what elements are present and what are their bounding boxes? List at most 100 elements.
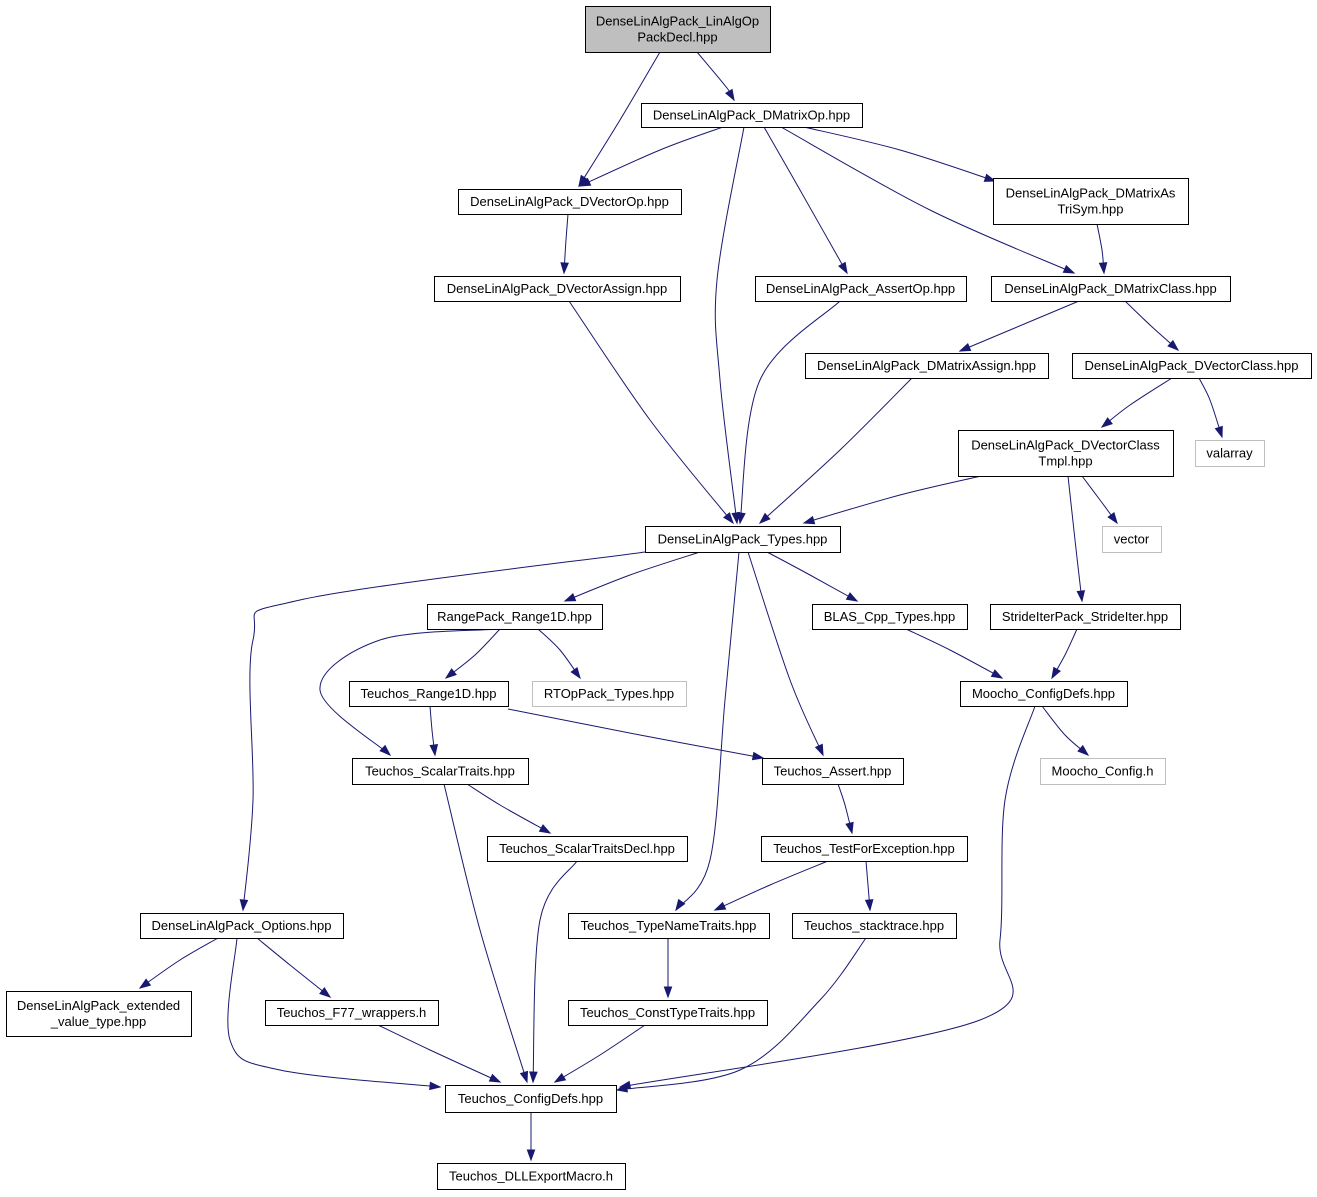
arrowhead xyxy=(725,88,735,102)
node-box xyxy=(761,836,968,862)
arrowhead xyxy=(578,177,592,187)
node-testforexception[interactable]: Teuchos_TestForException.hpp xyxy=(761,836,968,862)
edge-types-to-typenametraits xyxy=(675,551,740,912)
node-options[interactable]: DenseLinAlgPack_Options.hpp xyxy=(140,913,344,939)
node-dllexport[interactable]: Teuchos_DLLExportMacro.h xyxy=(437,1163,626,1190)
edge-line xyxy=(256,937,331,998)
edge-line xyxy=(747,551,824,756)
node-f77wrappers[interactable]: Teuchos_F77_wrappers.h xyxy=(265,1000,439,1026)
arrowhead xyxy=(864,899,874,912)
node-tassert[interactable]: Teuchos_Assert.hpp xyxy=(762,758,904,785)
edge-f77wrappers-to-teuchosconfigdefs xyxy=(377,1024,502,1083)
edge-line xyxy=(443,783,528,1083)
node-dmatrixop[interactable]: DenseLinAlgPack_DMatrixOp.hpp xyxy=(641,103,863,128)
node-label: Teuchos_stacktrace.hpp xyxy=(804,918,944,933)
arrowhead xyxy=(1062,264,1076,274)
edge-dmatrixclass-to-dvectorclass xyxy=(1124,300,1180,351)
edge-dmatrixop-to-dmatrixastrisym xyxy=(803,126,997,182)
node-dvectorassign[interactable]: DenseLinAlgPack_DVectorAssign.hpp xyxy=(434,276,681,302)
arrowhead xyxy=(1051,666,1061,680)
node-box xyxy=(805,353,1049,379)
edge-line xyxy=(803,126,996,182)
node-teuchosconfigdefs[interactable]: Teuchos_ConfigDefs.hpp xyxy=(445,1085,617,1113)
edge-line xyxy=(532,860,578,1083)
node-scalartraits[interactable]: Teuchos_ScalarTraits.hpp xyxy=(352,758,529,785)
node-label: RTOpPack_Types.hpp xyxy=(544,686,674,701)
node-dvectorop[interactable]: DenseLinAlgPack_DVectorOp.hpp xyxy=(458,189,682,215)
node-assertop[interactable]: DenseLinAlgPack_AssertOp.hpp xyxy=(755,276,967,302)
node-box xyxy=(487,836,688,862)
edge-types-to-tassert xyxy=(747,551,824,757)
edge-scalartraitsdecl-to-teuchosconfigdefs xyxy=(529,860,578,1084)
node-label: Teuchos_ScalarTraits.hpp xyxy=(365,764,515,779)
edge-dvectorclass-to-dvectorclasstmpl xyxy=(1100,377,1173,428)
edge-options-to-extendedvaluetype xyxy=(138,937,219,989)
node-blascpp[interactable]: BLAS_Cpp_Types.hpp xyxy=(812,604,968,630)
node-box xyxy=(812,604,968,630)
edge-line xyxy=(227,937,441,1088)
edge-dmatrixastrisym-to-dmatrixclass xyxy=(1096,223,1108,275)
node-box xyxy=(568,1000,768,1026)
node-box xyxy=(352,758,529,785)
node-label: RangePack_Range1D.hpp xyxy=(437,609,592,624)
edge-tassert-to-testforexception xyxy=(837,783,854,835)
edge-dmatrixop-to-assertop xyxy=(763,126,848,275)
node-box xyxy=(568,913,770,939)
node-strideiter[interactable]: StrideIterPack_StrideIter.hpp xyxy=(990,604,1181,630)
edge-consttypetraits-to-teuchosconfigdefs xyxy=(553,1024,646,1083)
node-label: TriSym.hpp xyxy=(1058,202,1124,217)
node-label: Teuchos_ConstTypeTraits.hpp xyxy=(580,1005,755,1020)
node-box xyxy=(958,430,1174,477)
edge-line xyxy=(714,860,829,911)
arrowhead xyxy=(1100,417,1113,428)
edge-testforexception-to-stacktrace xyxy=(864,860,874,912)
edge-trange1d-to-tassert xyxy=(507,708,765,761)
node-box xyxy=(1040,758,1166,785)
node-label: BLAS_Cpp_Types.hpp xyxy=(824,609,956,624)
edge-options-to-teuchosconfigdefs xyxy=(227,937,442,1091)
arrowhead xyxy=(529,1071,538,1084)
node-dmatrixassign[interactable]: DenseLinAlgPack_DMatrixAssign.hpp xyxy=(805,353,1049,379)
node-dmatrixclass[interactable]: DenseLinAlgPack_DMatrixClass.hpp xyxy=(991,276,1231,302)
node-extendedvaluetype[interactable]: DenseLinAlgPack_extended_value_type.hpp xyxy=(6,991,192,1037)
node-label: Teuchos_ConfigDefs.hpp xyxy=(458,1091,603,1106)
edge-dvectorclasstmpl-to-strideiter xyxy=(1067,475,1086,603)
node-label: DenseLinAlgPack_DMatrixAssign.hpp xyxy=(817,358,1036,373)
node-label: Teuchos_ScalarTraitsDecl.hpp xyxy=(499,841,675,856)
node-range1d[interactable]: RangePack_Range1D.hpp xyxy=(427,604,603,630)
edge-line xyxy=(507,708,764,759)
arrowhead xyxy=(1107,511,1118,525)
node-box xyxy=(645,526,841,553)
edge-dmatrixop-to-dvectorop xyxy=(578,126,724,187)
arrowhead xyxy=(1098,262,1108,275)
edge-line xyxy=(139,937,219,989)
node-box xyxy=(1102,526,1162,553)
node-label: DenseLinAlgPack_extended xyxy=(17,998,180,1013)
edge-line xyxy=(1124,300,1179,351)
node-scalartraitsdecl[interactable]: Teuchos_ScalarTraitsDecl.hpp xyxy=(487,836,688,862)
node-label: Tmpl.hpp xyxy=(1038,454,1092,469)
node-dvectorclass[interactable]: DenseLinAlgPack_DVectorClass.hpp xyxy=(1072,353,1312,379)
node-types[interactable]: DenseLinAlgPack_Types.hpp xyxy=(645,526,841,553)
edge-trange1d-to-scalartraits xyxy=(429,705,439,757)
node-trange1d[interactable]: Teuchos_Range1D.hpp xyxy=(349,681,509,707)
node-label: Teuchos_TypeNameTraits.hpp xyxy=(581,918,757,933)
edge-moochoconfigdefs-to-moochoconfig xyxy=(1041,705,1090,756)
node-consttypetraits[interactable]: Teuchos_ConstTypeTraits.hpp xyxy=(568,1000,768,1026)
node-label: _value_type.hpp xyxy=(50,1014,146,1029)
arrowhead xyxy=(553,1072,567,1083)
node-moochoconfigdefs[interactable]: Moocho_ConfigDefs.hpp xyxy=(960,681,1128,707)
edge-dmatrixop-to-types xyxy=(714,126,745,525)
edge-dvectorclasstmpl-to-types xyxy=(802,475,982,525)
node-stacktrace[interactable]: Teuchos_stacktrace.hpp xyxy=(792,913,957,939)
node-rtoptypes: RTOpPack_Types.hpp xyxy=(532,681,687,707)
node-typenametraits[interactable]: Teuchos_TypeNameTraits.hpp xyxy=(568,913,770,939)
node-label: DenseLinAlgPack_DMatrixClass.hpp xyxy=(1004,281,1216,296)
arrowhead xyxy=(990,669,1004,679)
edge-scalartraits-to-scalartraitsdecl xyxy=(466,783,552,834)
node-label: DenseLinAlgPack_DVectorAssign.hpp xyxy=(447,281,667,296)
arrowhead xyxy=(751,751,765,761)
